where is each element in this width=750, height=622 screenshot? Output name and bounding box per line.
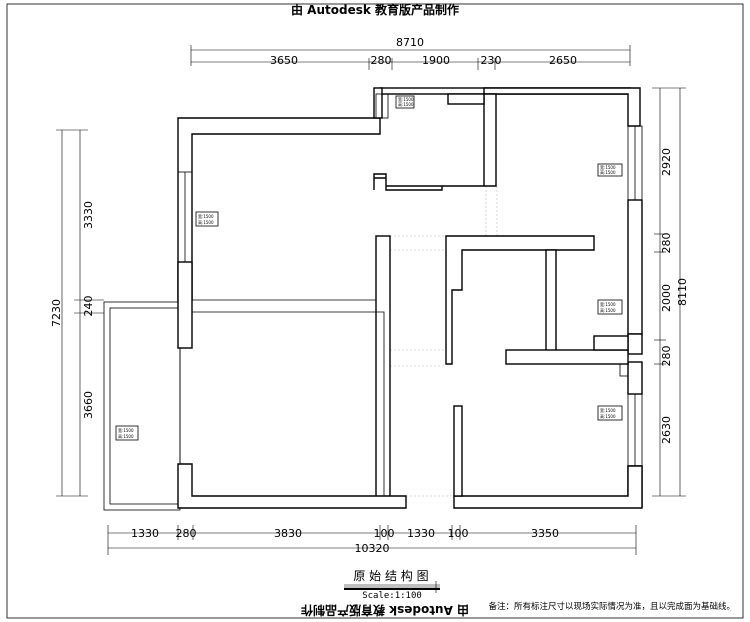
window-tag-1: 宽:1500 高:1500 [395,95,415,109]
wall-kitchen-small [593,335,629,351]
window-marks [177,93,643,467]
svg-text:宽:1500: 宽:1500 [600,164,616,170]
note-text: 备注：所有标注尺寸以现场实际情况为准，且以完成面为基础线。 [488,601,735,612]
right-seg-1: 2920 [660,148,673,176]
bottom-seg-6: 100 [448,527,469,540]
dashed-openings [375,186,498,497]
svg-text:高:1500: 高:1500 [398,101,414,107]
window-tag-3: 宽:1500 高:1500 [195,211,219,227]
wall-left-pier [177,261,193,349]
bottom-seg-4: 100 [374,527,395,540]
bottom-seg-7: 3350 [531,527,559,540]
svg-text:高:1500: 高:1500 [600,413,616,419]
right-dimension: 2920 280 2000 280 2630 8110 [652,87,689,497]
wall-top-left [177,117,381,301]
svg-text:高:1500: 高:1500 [198,219,214,225]
left-total-label: 7230 [50,299,63,327]
wall-bath-ledge [447,93,485,105]
wall-kitchen-column [545,249,557,353]
wall-kitchen-counter [505,349,629,365]
right-seg-3: 2000 [660,284,673,312]
watermark-top: 由 Autodesk 教育版产品制作 [291,2,459,17]
svg-text:高:1500: 高:1500 [600,169,616,175]
wall-bottom-right [453,465,643,509]
top-total-label: 8710 [396,36,424,49]
svg-text:宽:1500: 宽:1500 [600,301,616,307]
left-dimension: 7230 3330 240 3660 [50,129,104,497]
wall-bottom-left [177,463,407,509]
wall-bottom-divider [453,405,463,497]
right-seg-2: 280 [660,233,673,254]
bottom-total-label: 10320 [355,542,390,555]
bottom-seg-2: 280 [176,527,197,540]
wall-right-upper [483,87,641,127]
walls [177,87,643,509]
bottom-seg-5: 1330 [407,527,435,540]
wall-top-stub [373,87,383,119]
wall-kitchen [445,235,595,365]
window-tag-5: 宽:1500 高:1500 [115,425,139,441]
wall-notch [619,363,629,377]
svg-text:高:1500: 高:1500 [118,433,134,439]
drawing-title: 原 始 结 构 图 [353,568,428,583]
wall-right-mid [627,199,643,335]
top-seg-1: 3650 [270,54,298,67]
window-tag-2: 宽:1500 高:1500 [597,163,623,177]
balcony [103,301,181,511]
right-seg-4: 280 [660,346,673,367]
top-seg-3: 1900 [422,54,450,67]
top-seg-4: 230 [481,54,502,67]
top-seg-2: 280 [371,54,392,67]
right-total-label: 8110 [676,278,689,306]
title-block: 原 始 结 构 图 Scale:1:100 [344,568,440,601]
svg-text:宽:1500: 宽:1500 [198,213,214,219]
bottom-seg-1: 1330 [131,527,159,540]
window-tag-6: 宽:1500 高:1500 [597,405,623,421]
living-room-outline [192,311,385,496]
left-seg-3: 3660 [82,391,95,419]
wall-center-vertical [375,235,391,499]
svg-text:宽:1500: 宽:1500 [600,407,616,413]
drawing-scale: Scale:1:100 [362,591,422,601]
top-seg-5: 2650 [549,54,577,67]
window-tag-4: 宽:1500 高:1500 [597,299,623,315]
svg-text:宽:1500: 宽:1500 [398,96,414,102]
svg-text:宽:1500: 宽:1500 [118,427,134,433]
svg-text:高:1500: 高:1500 [600,307,616,313]
wall-bath-upper [373,93,497,191]
wall-right-mid3 [627,361,643,395]
watermark-bottom: 由 Autodesk 教育版产品制作 [301,603,469,618]
left-seg-1: 3330 [82,201,95,229]
bottom-seg-3: 3830 [274,527,302,540]
sheet-border [6,3,744,619]
wall-right-mid2 [627,333,643,355]
bottom-dimension: 1330 280 3830 100 1330 100 3350 10320 [107,525,637,555]
top-dimension: 8710 3650 280 1900 230 2650 [190,36,631,70]
left-seg-2: 240 [82,296,95,317]
right-seg-5: 2630 [660,416,673,444]
